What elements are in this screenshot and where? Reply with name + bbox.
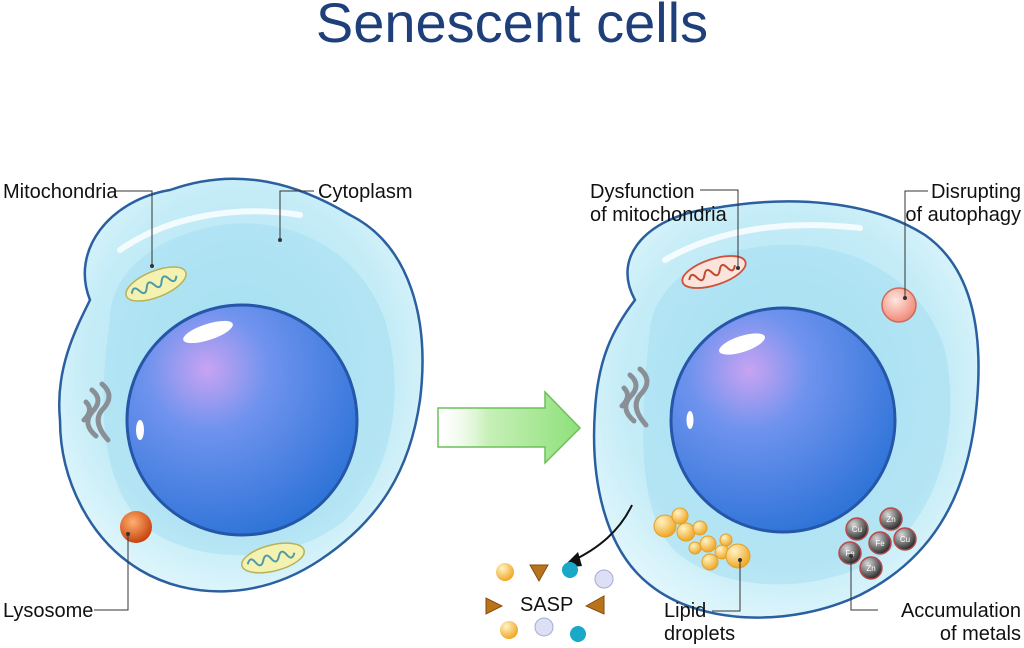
right-nucleus-shine-small [686, 411, 694, 429]
sasp-particle [584, 595, 605, 615]
metals-leader [850, 556, 878, 611]
metal-atom [838, 541, 862, 565]
mitochondrion-icon [241, 542, 305, 574]
lysosome-leader [94, 534, 129, 611]
lipid-leader [712, 560, 741, 612]
metal-symbol: Fe [845, 549, 855, 558]
right-nucleus [669, 306, 897, 534]
sasp-particle [594, 569, 614, 589]
autophagy-leader-dot [903, 296, 907, 300]
label-mitochondria: Mitochondria [3, 181, 118, 203]
metal-atom [893, 527, 917, 551]
metal-atom [845, 517, 869, 541]
autophagy-vesicle-icon [881, 287, 917, 323]
golgi-icon [81, 381, 112, 443]
sasp-particle [562, 562, 578, 578]
sasp-particle [570, 626, 586, 642]
lipid-droplets-icon [653, 507, 751, 571]
left-nucleus [125, 303, 359, 537]
right-membrane-highlight [662, 222, 863, 263]
metal-atom [859, 556, 883, 580]
normal-cell [58, 177, 424, 593]
label-metals-line1: Accumulation [901, 600, 1021, 622]
metal-symbol: Zn [886, 515, 895, 524]
metals-leader-dot [849, 554, 853, 558]
autophagy-leader [904, 190, 928, 298]
left-membrane-highlight [117, 208, 303, 253]
label-autophagy-line1: Disrupting [931, 181, 1021, 203]
sasp-particle [529, 564, 549, 583]
label-metals-line2: of metals [940, 623, 1021, 645]
sasp-particle [496, 563, 514, 581]
right-nucleus-shine [719, 333, 765, 355]
lysosome-leader-dot [126, 532, 130, 536]
golgi-icon [619, 366, 650, 428]
dysfunction-leader-dot [736, 266, 740, 270]
label-dysfunction-line2: of mitochondria [590, 204, 728, 226]
label-lipid-line2: droplets [664, 623, 735, 645]
label-lipid-line1: Lipid [664, 600, 706, 622]
cytoplasm-leader [279, 190, 314, 240]
page-title: Senescent cells [316, 0, 708, 54]
left-nucleus-shine-small [136, 420, 144, 440]
mitochondria-leader [115, 190, 153, 266]
metal-atom [879, 507, 903, 531]
sasp-particle [534, 617, 554, 637]
sasp-particle [485, 597, 504, 615]
metals-icon: Cu Zn Fe Cu Fe Zn [838, 507, 917, 580]
label-lysosome: Lysosome [3, 600, 93, 622]
sasp-particle [500, 621, 518, 639]
senescent-cell: Cu Zn Fe Cu Fe Zn [592, 200, 980, 619]
label-sasp: SASP [520, 594, 573, 616]
transition-arrow [437, 390, 582, 465]
mitochondrion-icon [125, 266, 187, 302]
metal-symbol: Cu [900, 535, 910, 544]
metal-symbol: Zn [866, 564, 875, 573]
mitochondria-leader-dot [150, 264, 154, 268]
metal-symbol: Cu [852, 525, 862, 534]
label-dysfunction-line1: Dysfunction [590, 181, 695, 203]
lysosome-icon [120, 511, 152, 543]
cytoplasm-leader-dot [278, 238, 282, 242]
label-autophagy-line2: of autophagy [905, 204, 1021, 226]
dysfunctional-mitochondrion-icon [681, 255, 747, 289]
left-nucleus-shine [183, 320, 233, 344]
label-cytoplasm: Cytoplasm [318, 181, 412, 203]
metal-symbol: Fe [875, 539, 885, 548]
lipid-leader-dot [738, 558, 742, 562]
sasp-particles [485, 562, 614, 642]
metal-atom [868, 531, 892, 555]
dysfunction-leader [700, 189, 739, 268]
